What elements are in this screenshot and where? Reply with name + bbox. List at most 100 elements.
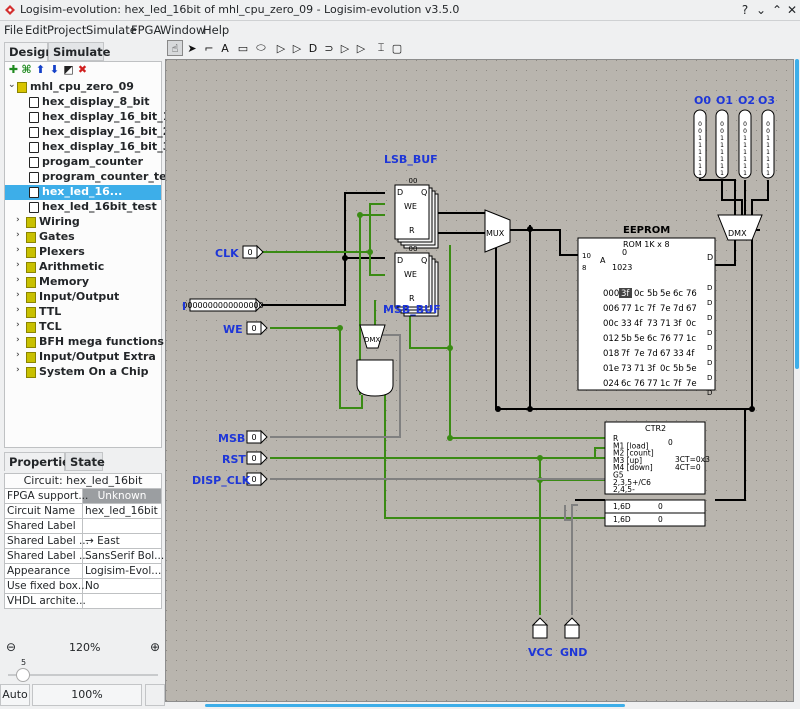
minimize-icon[interactable]: ⌄ xyxy=(755,3,767,17)
expand-arrow-icon[interactable]: › xyxy=(16,335,20,345)
and-gate-icon[interactable]: D xyxy=(308,41,318,55)
tree-library-item[interactable]: ›Input/Output xyxy=(5,290,161,305)
tree-library-item[interactable]: ›Arithmetic xyxy=(5,260,161,275)
delete-circuit-icon[interactable]: ✖ xyxy=(77,63,88,76)
tree-library-item[interactable]: ›TCL xyxy=(5,320,161,335)
poke-tool-icon[interactable]: ☝ xyxy=(167,40,183,56)
expand-arrow-icon[interactable]: › xyxy=(16,260,20,270)
zoom-slider-handle[interactable] xyxy=(16,668,30,682)
property-row[interactable]: Shared Label xyxy=(4,518,162,534)
tab-state[interactable]: State xyxy=(65,452,105,471)
expand-arrow-icon[interactable]: › xyxy=(16,305,20,315)
wiring-tool-icon[interactable]: ⌐ xyxy=(204,41,214,55)
property-row[interactable]: Use fixed box...No xyxy=(4,578,162,594)
zoom-slider-track[interactable] xyxy=(8,674,158,676)
expand-arrow-icon[interactable]: › xyxy=(16,350,20,360)
help-icon[interactable]: ? xyxy=(741,3,749,17)
input-pin-icon[interactable]: ▭ xyxy=(237,41,249,55)
tree-library-item[interactable]: ›Plexers xyxy=(5,245,161,260)
tree-circuit-item[interactable]: progam_counter xyxy=(5,155,161,170)
tree-circuit-item[interactable]: hex_display_16_bit_2 xyxy=(5,125,170,140)
tab-simulate[interactable]: Simulate xyxy=(48,42,110,61)
zoom-in-icon[interactable]: ⊕ xyxy=(150,640,161,654)
tree-circuit-item[interactable]: program_counter_test xyxy=(5,170,178,185)
zoom-percent-field[interactable]: 100% xyxy=(32,684,142,706)
menu-edit[interactable]: Edit xyxy=(25,23,48,37)
property-value[interactable]: Unknown xyxy=(82,488,162,504)
expand-arrow-icon[interactable]: › xyxy=(16,215,20,225)
tree-library-item[interactable]: ›Gates xyxy=(5,230,161,245)
output-pin-icon[interactable]: ⬭ xyxy=(256,41,266,54)
close-icon[interactable]: ✕ xyxy=(786,3,798,17)
menu-simulate[interactable]: Simulate xyxy=(86,23,137,37)
not-gate-icon[interactable]: ▷ xyxy=(276,41,286,55)
nor-gate-icon[interactable]: ▷ xyxy=(356,41,366,55)
tree-library-item[interactable]: ›Wiring xyxy=(5,215,161,230)
or-gate-icon[interactable]: ⊃ xyxy=(324,41,334,55)
tree-circuit-item[interactable]: hex_led_16... xyxy=(5,185,161,200)
expand-arrow-icon[interactable]: › xyxy=(16,230,20,240)
tree-library-item[interactable]: ›BFH mega functions xyxy=(5,335,164,350)
zoom-out-icon[interactable]: ⊖ xyxy=(6,640,17,654)
horizontal-scroll-thumb[interactable] xyxy=(205,704,625,707)
tree-library-item[interactable]: ›System On a Chip xyxy=(5,365,161,380)
tree-circuit-item[interactable]: hex_display_8_bit xyxy=(5,95,161,110)
add-circuit-icon[interactable]: ✚ xyxy=(8,63,19,76)
property-key: Circuit Name xyxy=(4,503,83,519)
move-down-icon[interactable]: ⬇ xyxy=(49,63,60,76)
edit-appearance-icon[interactable]: ◩ xyxy=(63,63,74,76)
property-row[interactable]: Shared Label ...→ East xyxy=(4,533,162,549)
fit-icon[interactable] xyxy=(145,684,165,706)
buffer-icon[interactable]: ▷ xyxy=(292,41,302,55)
property-value[interactable]: SansSerif Bol... xyxy=(82,548,164,564)
add-vhdl-icon[interactable]: ⌘ xyxy=(21,63,32,76)
appearance-icon[interactable]: ⌶ xyxy=(377,41,385,54)
move-up-icon[interactable]: ⬆ xyxy=(35,63,46,76)
maximize-icon[interactable]: ⌃ xyxy=(771,3,783,17)
horizontal-scrollbar[interactable] xyxy=(165,702,794,709)
clk-label: CLK xyxy=(215,247,239,260)
property-row[interactable]: FPGA support...Unknown xyxy=(4,488,162,504)
rom-cell: 76 xyxy=(686,289,697,299)
expand-arrow-icon[interactable]: › xyxy=(16,275,20,285)
tree-circuit-item[interactable]: hex_led_16bit_test xyxy=(5,200,161,215)
menu-file[interactable]: File xyxy=(4,23,24,37)
text-tool-icon[interactable]: A xyxy=(221,41,229,55)
tree-library-item[interactable]: ›Input/Output Extra xyxy=(5,350,161,365)
counter-line: M1 [load] xyxy=(613,441,649,450)
tab-design[interactable]: Design xyxy=(4,42,54,61)
nand-gate-icon[interactable]: ▷ xyxy=(340,41,350,55)
vertical-scrollbar[interactable] xyxy=(794,59,800,702)
menu-fpga[interactable]: FPGA xyxy=(131,23,162,37)
menu-project[interactable]: Project xyxy=(47,23,87,37)
property-row[interactable]: Shared Label ...SansSerif Bol... xyxy=(4,548,164,564)
tree-circuit-item[interactable]: hex_display_16_bit_1 xyxy=(5,110,170,125)
expand-arrow-icon[interactable]: › xyxy=(16,365,20,375)
property-row[interactable]: VHDL archite... xyxy=(4,593,162,609)
property-value[interactable] xyxy=(82,593,162,609)
bottom-bar: Auto 100% xyxy=(0,684,166,706)
expand-arrow-icon[interactable]: › xyxy=(16,245,20,255)
vertical-scroll-thumb[interactable] xyxy=(795,59,799,369)
tree-library-item[interactable]: ›TTL xyxy=(5,305,161,320)
tab-properties[interactable]: Properties xyxy=(4,452,77,471)
expand-arrow-icon[interactable]: › xyxy=(16,320,20,330)
zoom-auto-button[interactable]: Auto xyxy=(0,684,30,706)
menu-help[interactable]: Help xyxy=(203,23,230,37)
property-value[interactable] xyxy=(82,518,162,534)
property-value[interactable]: → East xyxy=(82,533,162,549)
layout-icon[interactable]: ▢ xyxy=(391,41,403,55)
circuit-drawing[interactable]: 000000000000000000000CLKIWEMSBRSTDISP_CL… xyxy=(166,60,795,703)
property-value[interactable]: Logisim-Evol... xyxy=(82,563,162,579)
property-value[interactable]: hex_led_16bit xyxy=(82,503,162,519)
tree-circuit-item[interactable]: hex_display_16_bit_3 xyxy=(5,140,170,155)
tree-library-item[interactable]: ›Memory xyxy=(5,275,161,290)
menu-window[interactable]: Window xyxy=(160,23,206,37)
property-value[interactable]: No xyxy=(82,578,162,594)
tree-project-root[interactable]: ⌄ mhl_cpu_zero_09 xyxy=(8,80,134,93)
expand-arrow-icon[interactable]: › xyxy=(16,290,20,300)
select-tool-icon[interactable]: ➤ xyxy=(187,41,197,55)
